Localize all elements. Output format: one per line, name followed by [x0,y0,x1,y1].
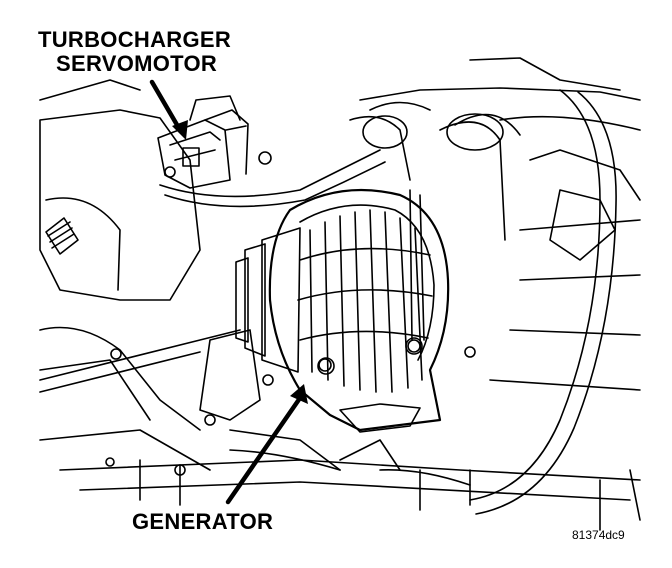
servomotor-arrowhead [172,120,188,140]
turbocharger-label-line2: SERVOMOTOR [56,51,218,76]
leader-lines [149,79,303,505]
turbocharger-servomotor-label: TURBOCHARGER SERVOMOTOR [38,28,231,76]
engine-background [39,57,641,531]
servomotor-leader-line [149,79,183,133]
generator-leader-line [225,395,303,505]
generator-arrowhead [290,384,308,404]
generator-label: GENERATOR [132,509,274,534]
hoses-and-wiring [39,89,617,515]
turbocharger-servomotor [157,95,249,189]
figure-code: 81374dc9 [572,528,625,542]
turbocharger-label-line1: TURBOCHARGER [38,27,232,52]
generator-body [235,188,450,433]
